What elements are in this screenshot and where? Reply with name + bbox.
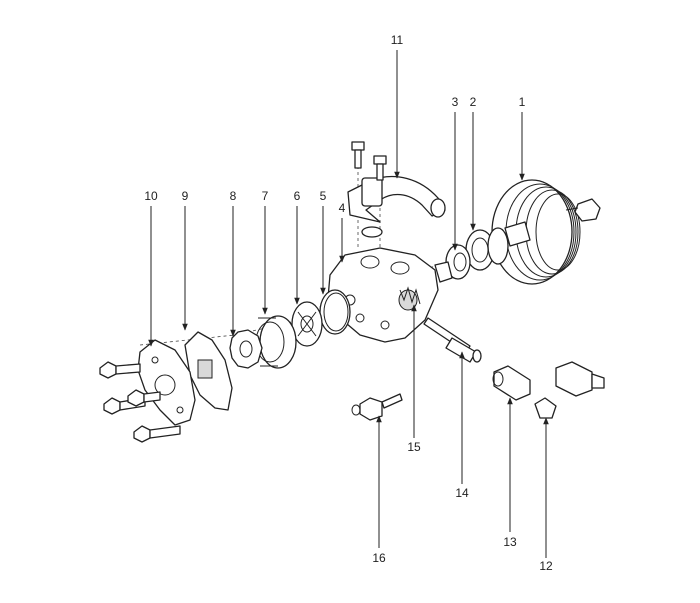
callout-16: 16 (372, 551, 386, 565)
callout-15: 15 (407, 440, 421, 454)
callout-4: 4 (339, 201, 346, 215)
callout-6: 6 (294, 189, 301, 203)
leader-lines (148, 50, 549, 558)
callout-9: 9 (182, 189, 189, 203)
callout-8: 8 (230, 189, 237, 203)
callout-11: 11 (391, 33, 404, 47)
callout-14: 14 (455, 486, 469, 500)
callout-2: 2 (470, 95, 477, 109)
sensor-part-16 (351, 393, 403, 421)
callout-3: 3 (452, 95, 459, 109)
pulley-part-1 (491, 179, 601, 285)
spring-part-15 (399, 286, 421, 305)
callout-labels: 1 2 3 4 5 6 7 8 9 10 11 12 13 14 15 16 (144, 33, 553, 573)
rotor-part-8 (229, 329, 263, 369)
connector-part-13 (492, 365, 531, 401)
callout-13: 13 (503, 535, 517, 549)
plate-part-6 (291, 301, 323, 347)
bearing-part-2 (465, 227, 509, 271)
cover-bolts (99, 361, 181, 443)
callout-1: 1 (519, 95, 526, 109)
callout-12: 12 (539, 559, 553, 573)
cam-ring-part-7 (255, 315, 297, 369)
o-ring-part-5 (319, 289, 351, 335)
callout-5: 5 (320, 189, 327, 203)
gasket-part-9 (184, 331, 233, 411)
pump-body-part-4 (327, 247, 453, 343)
rear-cover-part-10 (137, 339, 196, 426)
fitting-part-12 (534, 361, 605, 419)
suction-pipe-part-11 (347, 141, 446, 238)
callout-10: 10 (144, 189, 158, 203)
valve-part-14 (423, 317, 482, 363)
callout-7: 7 (262, 189, 269, 203)
